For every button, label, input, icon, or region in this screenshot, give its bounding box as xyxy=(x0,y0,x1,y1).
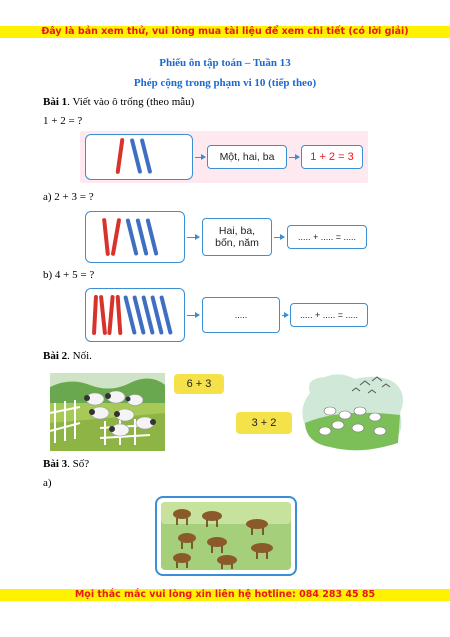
part-b-expression: b) 4 + 5 = ? xyxy=(43,269,95,281)
expression-card-6-plus-3[interactable]: 6 + 3 xyxy=(174,374,224,394)
exercise-2-instruction: . Nối. xyxy=(67,350,92,362)
red-stick xyxy=(98,294,108,336)
blue-stick xyxy=(139,138,153,174)
example-count-box: Một, hai, ba xyxy=(207,145,287,169)
red-stick xyxy=(110,217,122,257)
red-stick xyxy=(107,294,115,336)
example-equation-box: 1 + 2 = 3 xyxy=(301,145,363,169)
arrow-icon xyxy=(187,311,200,319)
exercise-1-label: Bài 1 xyxy=(43,96,68,108)
sheep-pen-illustration xyxy=(50,373,165,451)
arrow-icon xyxy=(289,153,300,161)
exercise-2-label: Bài 2 xyxy=(43,350,68,362)
buffalo-picture-frame xyxy=(155,496,297,576)
part-b-count-input[interactable]: ..... xyxy=(202,297,280,333)
exercise-3-part-a: a) xyxy=(43,477,52,489)
arrow-icon xyxy=(187,233,200,241)
part-b-sticks-card xyxy=(85,288,185,342)
part-b-equation-input[interactable]: ..... + ..... = ..... xyxy=(290,303,368,327)
arrow-icon xyxy=(195,153,206,161)
red-stick xyxy=(115,294,123,336)
exercise-3-instruction: . Số? xyxy=(67,458,90,470)
arrow-icon xyxy=(282,311,289,319)
example-expression: 1 + 2 = ? xyxy=(43,115,83,127)
geese-picture xyxy=(300,373,405,451)
worksheet-title: Phiếu ôn tập toán – Tuần 13 xyxy=(159,57,291,69)
expression-card-3-plus-2[interactable]: 3 + 2 xyxy=(236,412,292,434)
part-a-sticks-card xyxy=(85,211,185,263)
part-a-expression: a) 2 + 3 = ? xyxy=(43,191,94,203)
exercise-3-label: Bài 3 xyxy=(43,458,68,470)
exercise-1-instruction: . Viết vào ô trống (theo mẫu) xyxy=(67,96,195,108)
red-stick xyxy=(102,217,110,257)
worksheet-subtitle: Phép cộng trong phạm vi 10 (tiếp theo) xyxy=(133,77,317,89)
exercise-2-heading: Bài 2. Nối. xyxy=(43,350,92,363)
geese-illustration xyxy=(302,374,404,451)
preview-banner: Đây là bản xem thử, vui lòng mua tài liệ… xyxy=(0,26,450,38)
part-a-equation-input[interactable]: ..... + ..... = ..... xyxy=(287,225,367,249)
sheep-pen-picture xyxy=(50,373,165,451)
red-stick xyxy=(115,137,125,175)
exercise-3-heading: Bài 3. Số? xyxy=(43,458,89,471)
arrow-icon xyxy=(274,233,285,241)
buffalo-illustration xyxy=(161,502,291,570)
hotline-banner: Mọi thắc mắc vui lòng xin liên hệ hotlin… xyxy=(0,589,450,601)
red-stick xyxy=(91,294,99,336)
exercise-1-heading: Bài 1. Viết vào ô trống (theo mẫu) xyxy=(43,96,194,109)
example-panel: Một, hai, ba 1 + 2 = 3 xyxy=(80,131,368,183)
part-a-count-box: Hai, ba, bốn, năm xyxy=(202,218,272,256)
example-sticks-card xyxy=(85,134,193,180)
